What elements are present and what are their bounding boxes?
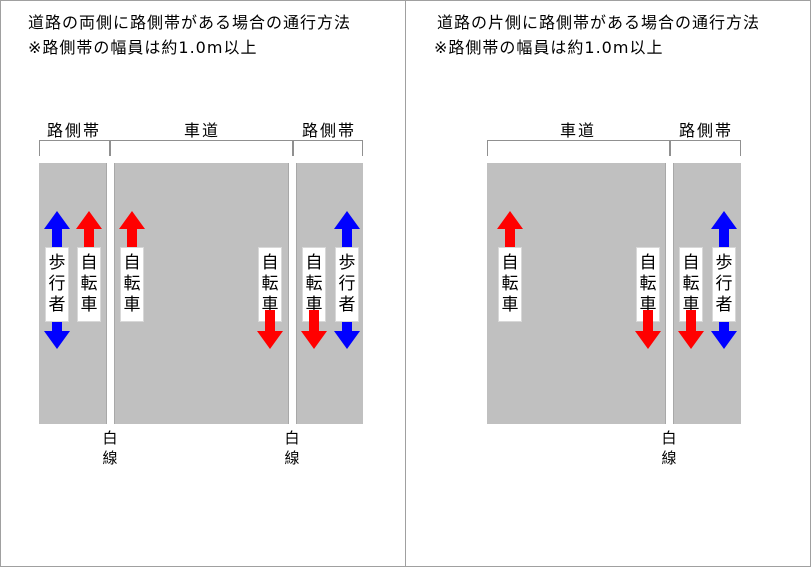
- bicycle-up-arrow-icon: [76, 211, 102, 251]
- bicycle-down-arrow-icon: [635, 310, 661, 349]
- zone-label-roadway: 車道: [559, 121, 596, 140]
- zone-label-roadside: 路側帯: [678, 121, 733, 140]
- left-title: 道路の両側に路側帯がある場合の通行方法: [28, 13, 352, 32]
- bicycle-down-arrow-icon: [301, 310, 327, 349]
- zone-label-roadside-left: 路側帯: [46, 121, 101, 140]
- label-bicycle-3: 自転車: [679, 247, 703, 322]
- bicycle-down-arrow-icon: [678, 310, 704, 349]
- bracket-roadside-right: [293, 140, 363, 156]
- zone-label-roadway: 車道: [183, 121, 220, 140]
- white-line-label-right: 白線: [284, 429, 300, 467]
- white-line-label: 白線: [661, 429, 677, 467]
- label-bicycle-2: 自転車: [636, 247, 660, 322]
- label-bicycle-2: 自転車: [120, 247, 144, 322]
- bracket-roadside: [670, 140, 741, 156]
- bracket-roadway: [487, 140, 670, 156]
- right-title: 道路の片側に路側帯がある場合の通行方法: [437, 13, 761, 32]
- bicycle-down-arrow-icon: [257, 310, 283, 349]
- label-bicycle-1: 自転車: [498, 247, 522, 322]
- label-bicycle-1: 自転車: [77, 247, 101, 322]
- bicycle-up-arrow-icon: [497, 211, 523, 251]
- zone-label-roadside-right: 路側帯: [301, 121, 356, 140]
- label-pedestrian-right: 歩行者: [335, 247, 359, 322]
- bicycle-up-arrow-icon: [119, 211, 145, 251]
- right-note: ※路側帯の幅員は約1.0m以上: [434, 38, 664, 57]
- label-pedestrian: 歩行者: [712, 247, 736, 322]
- label-pedestrian-left: 歩行者: [45, 247, 69, 322]
- white-line-label-left: 白線: [102, 429, 118, 467]
- bracket-roadside-left: [39, 140, 110, 156]
- left-note: ※路側帯の幅員は約1.0m以上: [28, 38, 258, 57]
- panel-divider: [405, 0, 406, 567]
- white-line: [665, 163, 674, 424]
- white-line-left: [106, 163, 115, 424]
- label-bicycle-3: 自転車: [258, 247, 282, 322]
- white-line-right: [288, 163, 297, 424]
- label-bicycle-4: 自転車: [302, 247, 326, 322]
- bracket-roadway: [110, 140, 293, 156]
